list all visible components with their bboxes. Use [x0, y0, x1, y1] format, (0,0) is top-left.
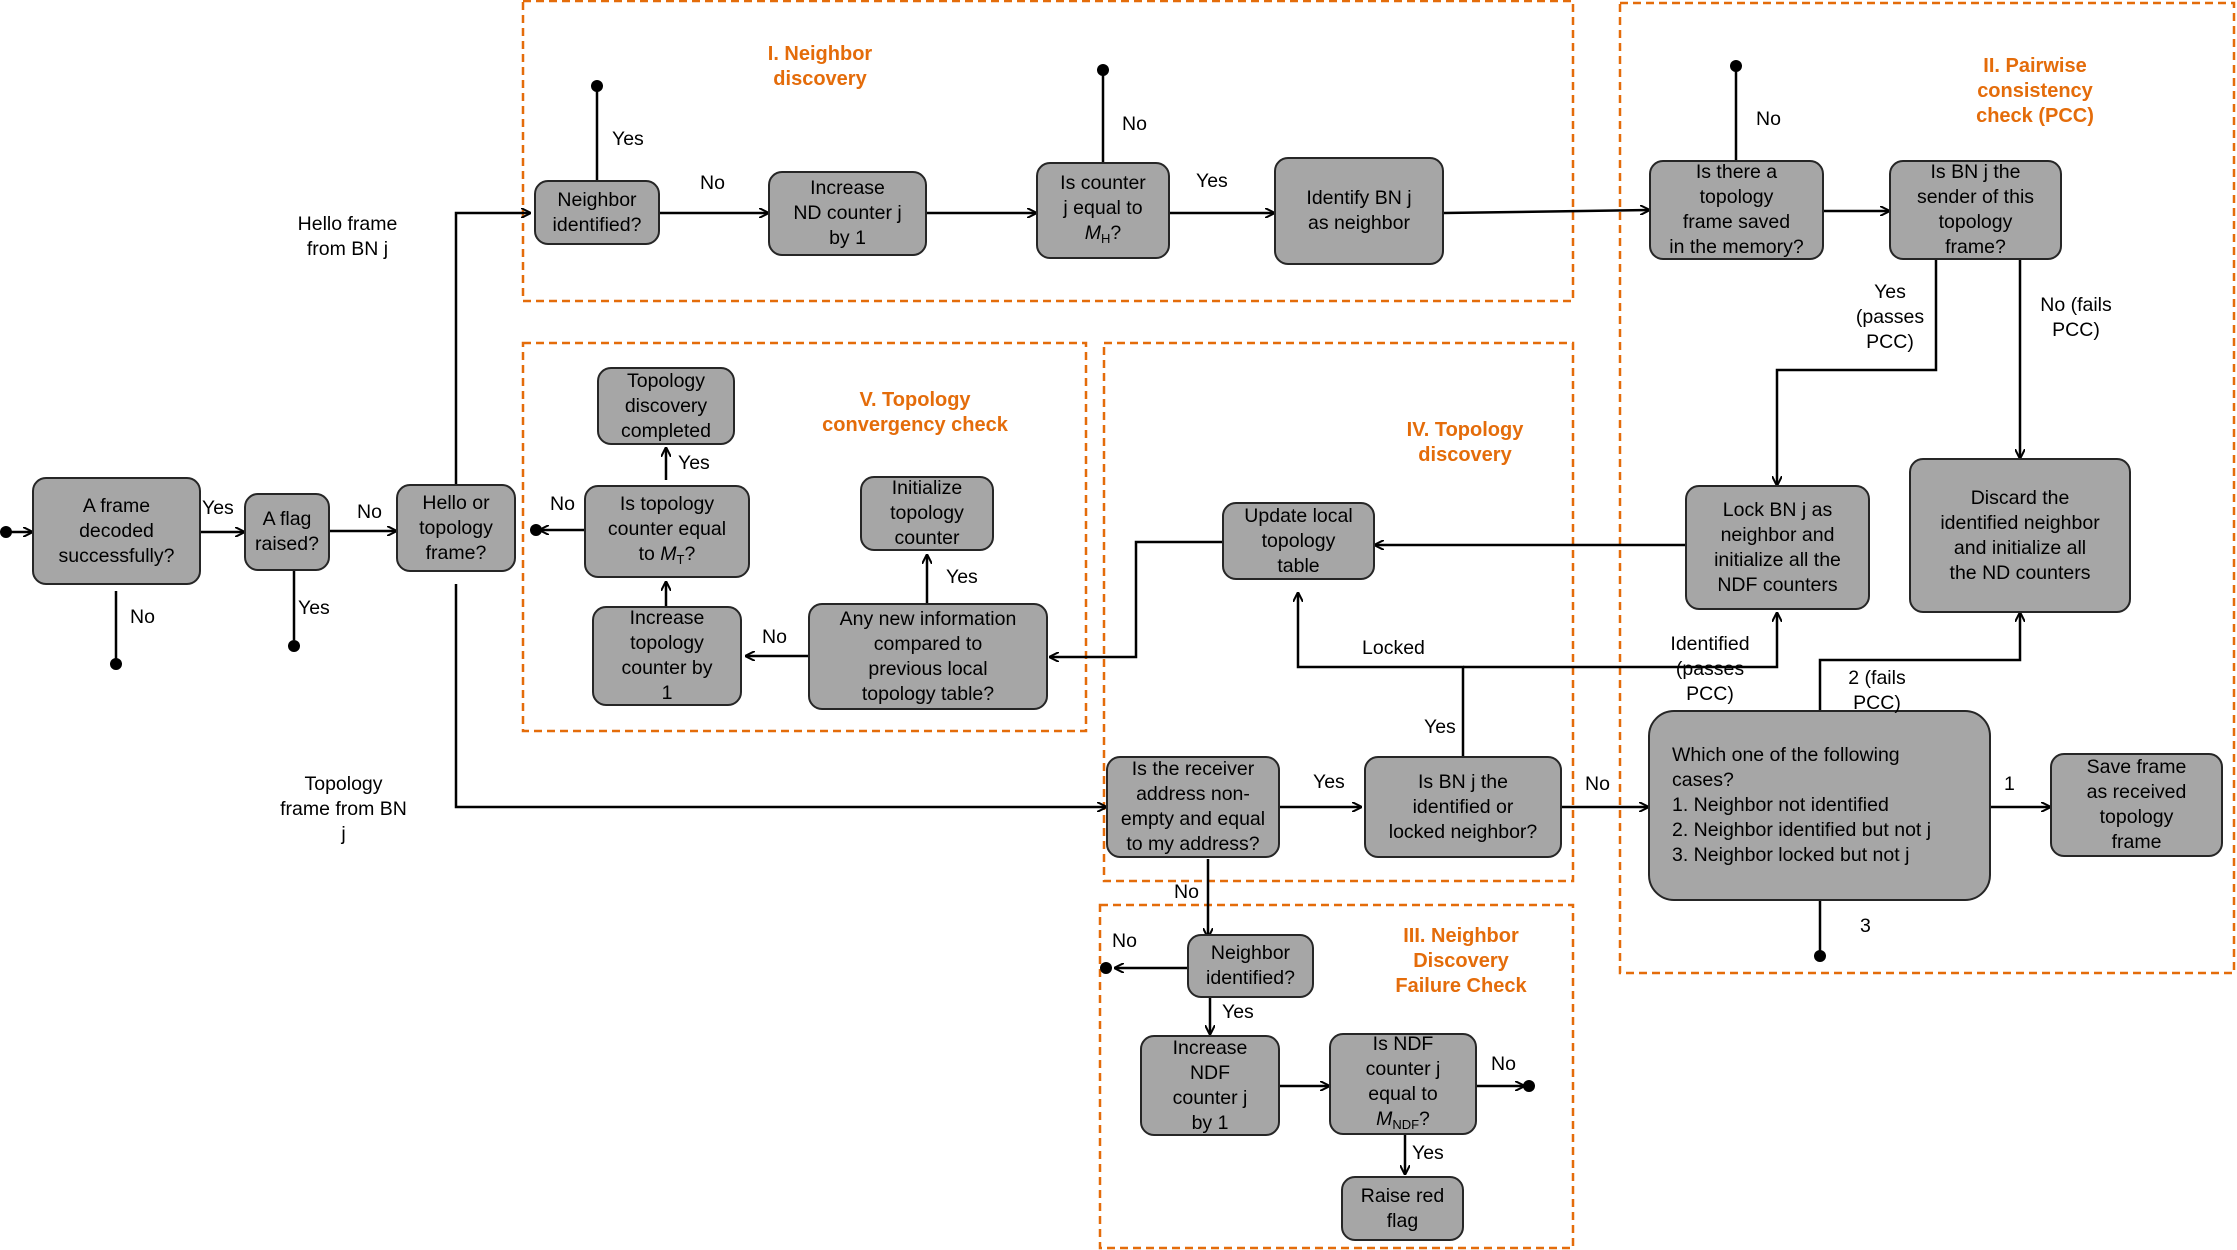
edge-label: No	[762, 626, 787, 648]
ndf-neighbor-identified-node: Neighbor identified?	[1187, 934, 1314, 998]
terminal-dot	[110, 658, 122, 670]
neighbor-identified-node: Neighbor identified?	[534, 180, 660, 245]
ndf-counter-equal-node: Is NDF counter j equal to MNDF?	[1329, 1033, 1477, 1135]
edge-label: No	[550, 493, 575, 515]
edge-label: Yes	[202, 497, 234, 519]
identify-neighbor-node: Identify BN j as neighbor	[1274, 157, 1444, 265]
edge-label: 2 (fails PCC)	[1848, 667, 1906, 714]
terminal-dot	[530, 524, 542, 536]
edge-label-hello-frame: Hello frame from BN j	[297, 213, 398, 260]
edge-label: No	[1174, 881, 1199, 903]
section-border-td	[1102, 341, 1575, 883]
section-border-ndf	[1098, 903, 1575, 1250]
init-topology-counter-node: Initialize topology counter	[860, 476, 994, 551]
terminal-dot	[0, 526, 12, 538]
edge-label: No	[357, 501, 382, 523]
edge-label: Yes	[1424, 716, 1456, 738]
edge-label: Locked	[1362, 637, 1425, 659]
which-case-node: Which one of the following cases? 1. Nei…	[1648, 710, 1991, 901]
which-case-item: 1. Neighbor not identified	[1672, 794, 1889, 816]
hello-or-topology-node: Hello or topology frame?	[396, 484, 516, 572]
edge-label: Yes	[946, 566, 978, 588]
edge-label: No	[1756, 108, 1781, 130]
lock-bn-node: Lock BN j as neighbor and initialize all…	[1685, 485, 1870, 610]
edge-label: Identified (passes PCC)	[1670, 633, 1750, 705]
section-title-neighbor-discovery: I. Neighbor discovery	[767, 43, 873, 90]
terminal-dot	[1097, 64, 1109, 76]
which-case-item: 3. Neighbor locked but not j	[1672, 844, 1910, 866]
edge-label: Yes	[1222, 1001, 1254, 1023]
terminal-dot	[1730, 60, 1742, 72]
edge-label: 3	[1860, 915, 1871, 937]
bn-identified-or-locked-node: Is BN j the identified or locked neighbo…	[1364, 756, 1562, 858]
edge-label: 1	[2004, 773, 2015, 795]
discard-neighbor-node: Discard the identified neighbor and init…	[1909, 458, 2131, 613]
edge-label: Yes	[1196, 170, 1228, 192]
new-information-node: Any new information compared to previous…	[808, 603, 1048, 710]
section-border-tcc	[521, 341, 1088, 733]
section-title-topology-convergency: V. Topology convergency check	[822, 389, 1008, 436]
flag-raised-node: A flag raised?	[244, 493, 330, 571]
edge-label: Yes	[1313, 771, 1345, 793]
receiver-address-node: Is the receiver address non- empty and e…	[1106, 756, 1280, 858]
edge-label: Yes	[612, 128, 644, 150]
terminal-dot	[1814, 950, 1826, 962]
section-title-pcc: II. Pairwise consistency check (PCC)	[1976, 55, 2094, 127]
raise-flag-node: Raise red flag	[1341, 1176, 1464, 1241]
edge-label: No	[130, 606, 155, 628]
edge-label: Yes (passes PCC)	[1855, 281, 1925, 353]
sender-of-frame-node: Is BN j the sender of this topology fram…	[1889, 160, 2062, 260]
edge-label: No	[1122, 113, 1147, 135]
increase-topology-node: Increase topology counter by 1	[592, 606, 742, 706]
edge-label-topology-frame: Topology frame from BN j	[280, 773, 407, 845]
topology-saved-node: Is there a topology frame saved in the m…	[1649, 160, 1824, 260]
edge-label: Yes	[298, 597, 330, 619]
edge-label: No	[1585, 773, 1610, 795]
section-title-ndf-check: III. Neighbor Discovery Failure Check	[1395, 925, 1527, 997]
terminal-dot	[288, 640, 300, 652]
terminal-dot	[1100, 962, 1112, 974]
edge-label: No	[1112, 930, 1137, 952]
edge-label: No (fails PCC)	[2040, 294, 2112, 341]
topology-counter-mt-node: Is topology counter equal to MT?	[584, 485, 750, 578]
edge-label: Yes	[1412, 1142, 1444, 1164]
section-border-nd	[521, 0, 1575, 303]
terminal-dot	[1523, 1080, 1535, 1092]
frame-decoded-node: A frame decoded successfully?	[32, 477, 201, 585]
counter-equal-mh-node: Is counter j equal to MH?	[1036, 162, 1170, 259]
section-title-topology-discovery: IV. Topology discovery	[1406, 419, 1524, 466]
increase-ndf-node: Increase NDF counter j by 1	[1140, 1035, 1280, 1136]
terminal-dot	[591, 80, 603, 92]
edge-label: No	[700, 172, 725, 194]
which-case-item: 2. Neighbor identified but not j	[1672, 819, 1932, 841]
edge-label: Yes	[678, 452, 710, 474]
save-frame-node: Save frame as received topology frame	[2050, 753, 2223, 857]
update-table-node: Update local topology table	[1222, 502, 1375, 580]
increase-nd-counter-node: Increase ND counter j by 1	[768, 171, 927, 256]
topology-completed-node: Topology discovery completed	[597, 367, 735, 445]
section-border-pcc	[1618, 1, 2236, 975]
edge-label: No	[1491, 1053, 1516, 1075]
which-case-title: Which one of the following cases?	[1672, 744, 1900, 791]
